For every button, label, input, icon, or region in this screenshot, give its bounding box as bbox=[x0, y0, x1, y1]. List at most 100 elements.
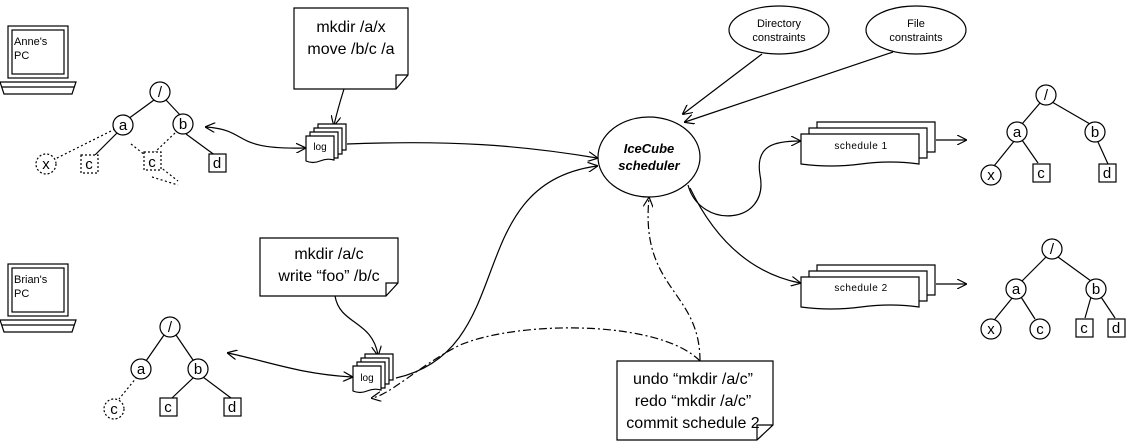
icecube-scheduler: IceCube scheduler bbox=[597, 116, 701, 198]
anne-node-c-pending-label: c bbox=[85, 156, 93, 173]
scheduler-note-line3: commit schedule 2 bbox=[626, 415, 759, 432]
s2-node-x-label: x bbox=[987, 321, 995, 338]
s1-node-a bbox=[1006, 121, 1028, 143]
brian-node-d-label: d bbox=[228, 399, 236, 416]
schedule-1-tree: / a b x c d bbox=[980, 84, 1117, 186]
anne-node-d bbox=[208, 153, 227, 173]
brian-log: log bbox=[352, 353, 394, 394]
brian-node-c-label: c bbox=[164, 399, 172, 416]
brian-log-to-scheduler-arrow bbox=[395, 166, 597, 379]
s1-node-x bbox=[980, 164, 1002, 186]
schedule-2-tree: / a b x c c d bbox=[980, 238, 1126, 340]
anne-root-node bbox=[149, 81, 171, 103]
anne-node-c-pending bbox=[80, 154, 99, 174]
anne-root-label: / bbox=[158, 84, 163, 101]
anne-log-label: log bbox=[313, 142, 326, 153]
scheduler-note-line2: redo “mkdir /a/c” bbox=[635, 393, 751, 410]
brian-tree: / a b c c d bbox=[103, 316, 242, 420]
s2-node-b-label: b bbox=[1092, 281, 1100, 298]
note-to-scheduler-arrow bbox=[648, 198, 701, 362]
anne-note: mkdir /a/x move /b/c /a bbox=[293, 7, 409, 90]
s1-root-label: / bbox=[1044, 87, 1049, 104]
s1-node-d bbox=[1098, 163, 1117, 183]
anne-log: log bbox=[305, 123, 347, 164]
s1-node-c-label: c bbox=[1037, 165, 1045, 182]
anne-pc-label-line2: PC bbox=[14, 50, 29, 62]
directory-constraints: Directory constraints bbox=[728, 5, 830, 55]
brian-log-label: log bbox=[360, 373, 373, 384]
s2-node-c-file bbox=[1075, 318, 1094, 338]
scheduler-note: undo “mkdir /a/c” redo “mkdir /a/c” comm… bbox=[616, 360, 774, 441]
anne-note-line1: mkdir /a/x bbox=[316, 19, 385, 36]
anne-node-b bbox=[172, 113, 194, 135]
s2-node-d-label: d bbox=[1112, 320, 1120, 337]
brian-laptop: Brian's PC bbox=[0, 263, 77, 333]
s2-node-c-dir bbox=[1029, 318, 1051, 340]
directory-constraints-line1: Directory bbox=[757, 18, 802, 30]
brian-node-b-label: b bbox=[194, 361, 202, 378]
anne-laptop: Anne's PC bbox=[0, 25, 77, 95]
brian-node-a-label: a bbox=[137, 361, 146, 378]
file-constraints-line2: constraints bbox=[889, 32, 943, 44]
scheduler-label-line1: IceCube bbox=[624, 141, 675, 156]
s2-node-a bbox=[1005, 278, 1027, 300]
anne-node-x-pending bbox=[35, 153, 57, 175]
brian-node-a bbox=[130, 358, 152, 380]
s2-node-c-dir-label: c bbox=[1036, 321, 1044, 338]
s2-root-label: / bbox=[1050, 241, 1055, 258]
file-constraints: File constraints bbox=[865, 5, 967, 55]
s1-node-x-label: x bbox=[987, 167, 995, 184]
s1-root-node bbox=[1035, 84, 1057, 106]
schedule-2: schedule 2 bbox=[800, 264, 936, 310]
anne-tree: / a b x c c d bbox=[35, 81, 227, 186]
schedule-2-label: schedule 2 bbox=[834, 283, 887, 294]
anne-node-c-moved-label: c bbox=[148, 154, 156, 171]
brian-sync-arrow bbox=[228, 353, 352, 377]
anne-node-c-moved bbox=[143, 151, 162, 171]
s1-node-b-label: b bbox=[1091, 124, 1099, 141]
scheduler-to-schedule1-arrow bbox=[687, 141, 800, 217]
brian-node-b bbox=[187, 358, 209, 380]
anne-node-b-label: b bbox=[179, 116, 187, 133]
s2-node-c-file-label: c bbox=[1080, 320, 1088, 337]
anne-node-a bbox=[112, 114, 134, 136]
brian-note-line1: mkdir /a/c bbox=[294, 246, 363, 263]
brian-pc-label-line2: PC bbox=[14, 288, 29, 300]
schedule-1-label: schedule 1 bbox=[834, 141, 887, 152]
brian-node-c-pending-label: c bbox=[110, 401, 118, 418]
s2-node-x bbox=[980, 318, 1002, 340]
brian-root-node bbox=[159, 316, 181, 338]
s1-node-c bbox=[1032, 163, 1051, 183]
anne-node-d-label: d bbox=[213, 155, 221, 172]
anne-node-x-label: x bbox=[42, 156, 50, 173]
anne-log-to-scheduler-arrow bbox=[346, 142, 597, 158]
s1-node-a-label: a bbox=[1013, 124, 1022, 141]
anne-note-arrow bbox=[334, 88, 345, 125]
brian-root-label: / bbox=[168, 319, 173, 336]
brian-note-arrow bbox=[334, 295, 378, 355]
s2-node-d bbox=[1107, 318, 1126, 338]
s1-node-b bbox=[1084, 121, 1106, 143]
brian-node-d bbox=[223, 397, 242, 417]
brian-node-c bbox=[159, 397, 178, 417]
anne-node-a-label: a bbox=[119, 117, 128, 134]
brian-pc-label-line1: Brian's bbox=[14, 274, 48, 286]
anne-note-line2: move /b/c /a bbox=[307, 41, 394, 58]
s1-node-d-label: d bbox=[1103, 165, 1111, 182]
scheduler-note-line1: undo “mkdir /a/c” bbox=[633, 371, 753, 388]
s2-node-b bbox=[1085, 278, 1107, 300]
brian-note-line2: write “foo” /b/c bbox=[277, 268, 379, 285]
directory-constraints-arrow bbox=[683, 53, 763, 114]
scheduler-to-schedule2-arrow bbox=[689, 187, 800, 283]
s2-root-node bbox=[1041, 238, 1063, 260]
file-constraints-line1: File bbox=[907, 18, 925, 30]
file-constraints-arrow bbox=[685, 51, 894, 122]
anne-sync-arrow bbox=[206, 127, 305, 148]
directory-constraints-line2: constraints bbox=[752, 32, 806, 44]
scheduler-label-line2: scheduler bbox=[618, 158, 680, 173]
schedule-1: schedule 1 bbox=[800, 121, 936, 167]
brian-note: mkdir /a/c write “foo” /b/c bbox=[259, 237, 399, 297]
note-to-brian-log-arrow bbox=[372, 327, 701, 398]
s2-node-a-label: a bbox=[1012, 281, 1021, 298]
